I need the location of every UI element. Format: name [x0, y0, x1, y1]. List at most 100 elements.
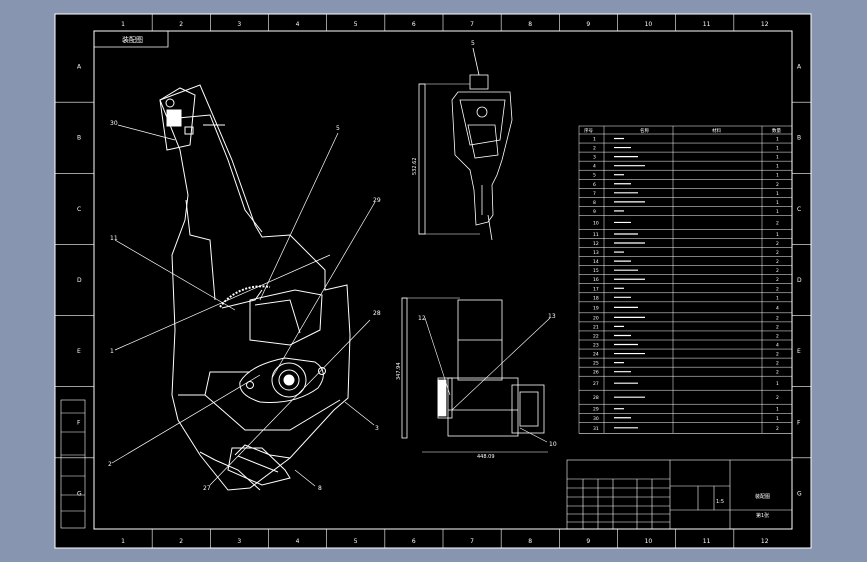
bom-row-no: 18	[593, 295, 599, 301]
zone-col-bottom: 12	[761, 538, 769, 545]
corner-tag-text: 装配图	[122, 35, 143, 44]
bom-row-qty: 1	[776, 381, 779, 387]
bom-row-no: 13	[593, 250, 599, 256]
bom-row-no: 3	[593, 155, 596, 161]
callout-8: 8	[318, 485, 322, 492]
bom-row-qty: 1	[776, 209, 779, 215]
drawing-name: 装配图	[755, 493, 770, 500]
bom-row-qty: 2	[776, 370, 779, 376]
bom-row-qty: 1	[776, 137, 779, 143]
bom-row-no: 21	[593, 324, 599, 330]
drive-shaft	[227, 447, 291, 486]
bom-row-no: 9	[593, 209, 596, 215]
bom-row-qty: 1	[776, 232, 779, 238]
bom-row-no: 29	[593, 407, 599, 413]
bottom-base	[447, 377, 519, 437]
bom-row-no: 6	[593, 182, 596, 188]
bom-row-qty: 1	[776, 191, 779, 197]
bom-row-no: 8	[593, 200, 596, 206]
zone-col-bottom: 3	[237, 538, 241, 545]
bom-row-qty: 2	[776, 250, 779, 256]
bom-row-no: 24	[593, 352, 599, 358]
callout-28: 28	[373, 310, 381, 317]
bom-row: 31 2	[593, 426, 779, 432]
callout-labels: 30 11 1 2 27 8 5 29 28 3	[108, 120, 381, 492]
bom-row-no: 1	[593, 137, 596, 143]
zone-row-left: B	[77, 135, 81, 142]
zone-col-top: 10	[645, 21, 653, 28]
callout-5-side: 5	[471, 40, 475, 47]
corner-tag: 装配图	[94, 31, 169, 48]
bom-row-no: 23	[593, 343, 599, 349]
bom-row-qty: 2	[776, 286, 779, 292]
bom-row-no: 27	[593, 381, 599, 387]
bom-header-cell: 序号	[584, 127, 593, 134]
callout-29: 29	[373, 197, 381, 204]
zone-col-top: 7	[470, 21, 474, 28]
bom-row-qty: 2	[776, 259, 779, 265]
callout-3: 3	[375, 425, 379, 432]
bom-row-no: 10	[593, 220, 599, 226]
zone-col-top: 8	[528, 21, 532, 28]
bom-row-qty: 2	[776, 315, 779, 321]
bom-row-qty: 1	[776, 416, 779, 422]
bom-row: 17 2	[593, 286, 779, 292]
bom-row-no: 5	[593, 173, 596, 179]
bom-row-qty: 1	[776, 155, 779, 161]
callout-11: 11	[110, 235, 118, 242]
bom-header-cell: 材料	[712, 127, 721, 134]
side-view-body	[451, 91, 513, 226]
side-view	[418, 47, 513, 241]
zone-col-top: 12	[761, 21, 769, 28]
bom-row: 27 1	[593, 381, 779, 387]
bom-row-no: 4	[593, 164, 596, 170]
bom-row-qty: 1	[776, 200, 779, 206]
callout-30: 30	[110, 120, 118, 127]
zone-col-top: 5	[354, 21, 358, 28]
bom-row-no: 11	[593, 232, 599, 238]
bom-row-no: 15	[593, 268, 599, 274]
zone-row-right: C	[797, 206, 801, 213]
bom-row-no: 17	[593, 286, 599, 292]
gear-sector	[219, 285, 271, 308]
gripper-head	[159, 87, 196, 151]
zone-col-top: 11	[703, 21, 711, 28]
title-block-text: 装配图 1:5 第1张	[716, 493, 770, 519]
zone-row-left: A	[77, 64, 82, 71]
bom-row-qty: 1	[776, 146, 779, 152]
callout-13: 13	[548, 313, 556, 320]
drawing-scale: 1:5	[716, 499, 724, 505]
sheet-label: 第1张	[756, 512, 769, 519]
bom-row-qty: 2	[776, 426, 779, 432]
bom-row: 13 2	[593, 250, 779, 256]
zone-col-bottom: 7	[470, 538, 474, 545]
bom-row-no: 7	[593, 191, 596, 197]
bom-row-qty: 4	[776, 343, 779, 349]
zone-row-right: F	[797, 419, 801, 426]
zone-row-right: A	[797, 64, 802, 71]
bom-row-no: 31	[593, 426, 599, 432]
bom-row-no: 14	[593, 259, 599, 265]
zone-row-left: F	[77, 419, 81, 426]
main-isometric-view	[159, 84, 351, 491]
zone-col-bottom: 6	[412, 538, 416, 545]
bom-header-cell: 名称	[640, 127, 649, 134]
bom-row-qty: 2	[776, 268, 779, 274]
bom-row-qty: 1	[776, 164, 779, 170]
